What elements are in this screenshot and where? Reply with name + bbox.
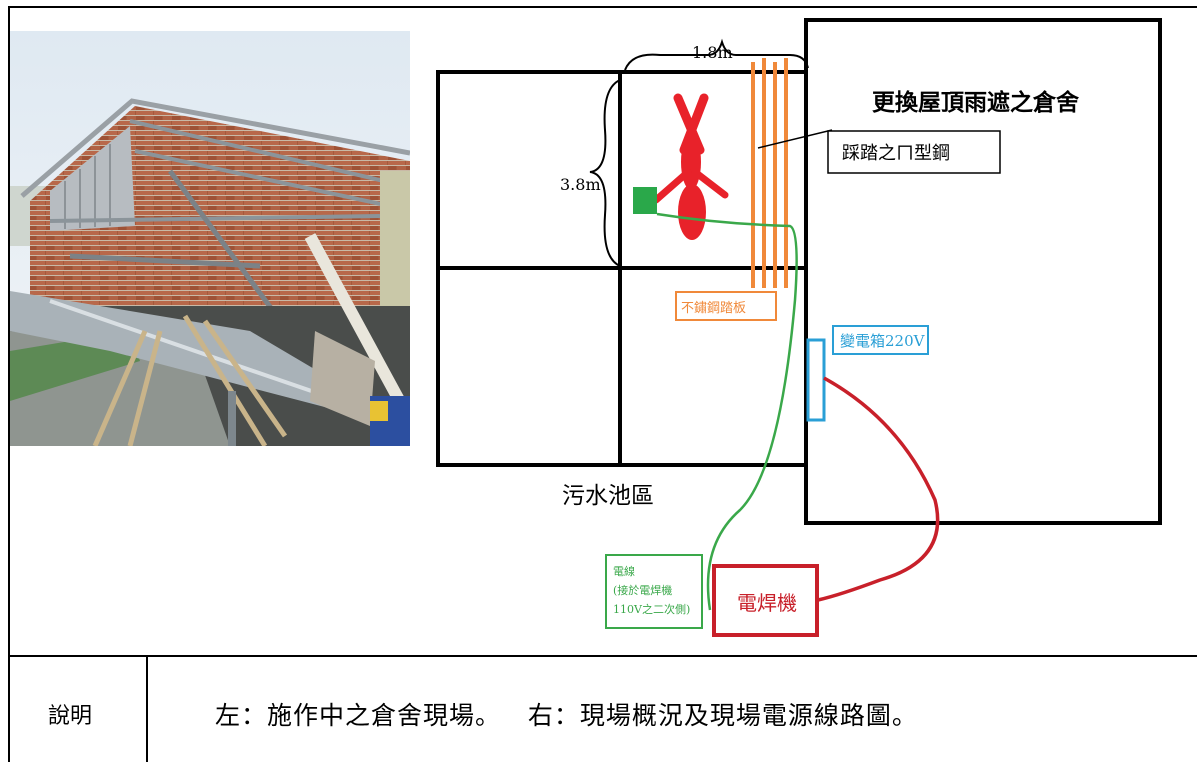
cable-note-line1: 電線	[613, 564, 635, 578]
cable-note-box	[605, 554, 703, 629]
width-brace	[624, 38, 809, 71]
pool-area-label: 污水池區	[562, 483, 654, 509]
transformer-label-box	[832, 325, 929, 355]
caption-text: 左：施作中之倉舍現場。 右：現場概況及現場電源線路圖。	[215, 701, 918, 730]
welder-label: 電焊機	[737, 591, 797, 615]
cable-note-line3: 110V之二次側)	[613, 602, 690, 616]
caption-label: 說明	[48, 704, 93, 729]
height-brace	[589, 79, 621, 267]
warehouse-photo	[10, 31, 410, 446]
worker-icon	[652, 93, 729, 240]
plate-label: 不鏽鋼踏板	[681, 301, 746, 316]
green-cable	[656, 212, 798, 611]
steel-channels	[751, 58, 788, 288]
caption-divider	[146, 655, 148, 762]
height-dimension: 3.8m	[560, 175, 601, 194]
transformer-label: 變電箱220V	[840, 332, 926, 350]
steel-label: 踩踏之ㄇ型鋼	[842, 143, 950, 164]
steel-label-box	[827, 130, 1001, 174]
warehouse-label: 更換屋頂雨遮之倉舍	[872, 89, 1079, 116]
cable-note-line2: (接於電焊機	[613, 583, 672, 597]
electrode-holder	[633, 187, 657, 214]
steel-callout-pointer	[757, 129, 833, 149]
table-frame	[8, 6, 1197, 762]
red-cable	[817, 376, 940, 602]
table-divider	[8, 655, 1197, 657]
warehouse-box	[804, 18, 1162, 525]
plate-label-box	[675, 291, 777, 321]
welder-box	[712, 564, 819, 637]
width-dimension: 1.8m	[692, 43, 733, 62]
transformer-box	[806, 338, 826, 422]
